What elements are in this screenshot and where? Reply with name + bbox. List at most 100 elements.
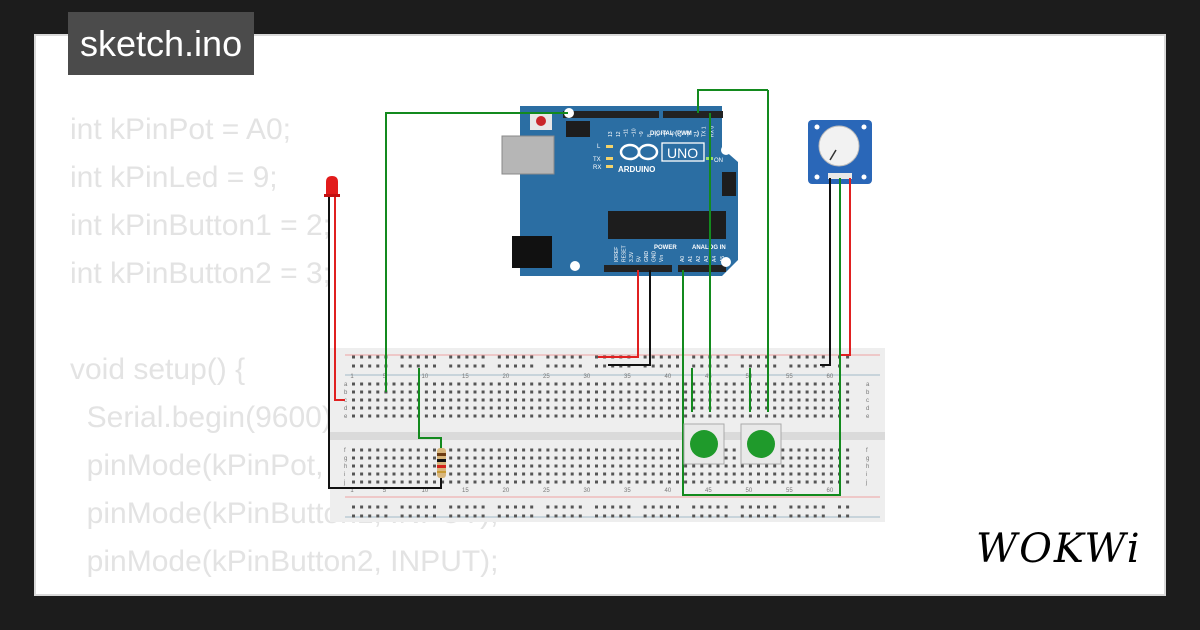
breadboard-hole[interactable] [497,464,501,468]
resistor[interactable] [437,448,446,478]
breadboard-hole[interactable] [643,456,647,460]
breadboard-hole[interactable] [667,390,671,394]
breadboard-hole[interactable] [497,364,501,368]
breadboard-hole[interactable] [360,514,364,518]
breadboard-hole[interactable] [635,398,639,402]
breadboard-hole[interactable] [554,355,558,359]
breadboard-hole[interactable] [611,382,615,386]
breadboard-hole[interactable] [781,480,785,484]
breadboard-hole[interactable] [765,355,769,359]
breadboard-hole[interactable] [611,390,615,394]
breadboard-hole[interactable] [522,398,526,402]
breadboard-hole[interactable] [643,464,647,468]
breadboard-hole[interactable] [424,390,428,394]
breadboard-hole[interactable] [611,480,615,484]
breadboard-hole[interactable] [530,390,534,394]
breadboard-hole[interactable] [821,414,825,418]
breadboard-hole[interactable] [360,414,364,418]
breadboard-hole[interactable] [578,382,582,386]
breadboard-hole[interactable] [449,505,453,509]
breadboard-hole[interactable] [724,456,728,460]
breadboard-hole[interactable] [667,364,671,368]
breadboard-hole[interactable] [627,448,631,452]
breadboard-hole[interactable] [497,382,501,386]
breadboard-hole[interactable] [740,514,744,518]
breadboard-hole[interactable] [724,472,728,476]
breadboard-hole[interactable] [603,480,607,484]
breadboard-hole[interactable] [773,505,777,509]
breadboard-hole[interactable] [676,382,679,386]
breadboard-hole[interactable] [481,472,485,476]
breadboard-hole[interactable] [789,364,793,368]
breadboard-hole[interactable] [821,355,825,359]
breadboard-hole[interactable] [562,456,566,460]
breadboard-hole[interactable] [813,456,817,460]
breadboard-hole[interactable] [659,355,663,359]
breadboard-hole[interactable] [789,414,793,418]
breadboard-hole[interactable] [408,390,412,394]
led[interactable] [324,176,352,489]
breadboard-hole[interactable] [416,448,420,452]
breadboard-hole[interactable] [724,464,728,468]
breadboard-hole[interactable] [376,364,380,368]
breadboard-hole[interactable] [465,414,469,418]
breadboard-hole[interactable] [700,480,704,484]
breadboard-hole[interactable] [505,514,509,518]
breadboard-hole[interactable] [659,480,663,484]
breadboard-hole[interactable] [692,480,696,484]
breadboard-hole[interactable] [700,355,704,359]
breadboard-hole[interactable] [595,364,598,368]
breadboard-hole[interactable] [821,448,825,452]
breadboard-hole[interactable] [514,505,517,509]
breadboard-hole[interactable] [732,382,736,386]
breadboard-hole[interactable] [611,514,615,518]
breadboard-hole[interactable] [514,464,517,468]
breadboard-hole[interactable] [829,390,833,394]
breadboard-hole[interactable] [368,456,372,460]
breadboard-hole[interactable] [538,406,542,410]
breadboard-hole[interactable] [651,472,655,476]
breadboard-hole[interactable] [805,472,809,476]
breadboard-hole[interactable] [603,448,607,452]
breadboard-hole[interactable] [481,364,485,368]
breadboard-hole[interactable] [676,464,679,468]
breadboard-hole[interactable] [724,514,728,518]
breadboard-hole[interactable] [352,514,355,518]
breadboard-hole[interactable] [578,448,582,452]
breadboard-hole[interactable] [611,406,615,410]
breadboard-hole[interactable] [514,398,517,402]
breadboard-hole[interactable] [570,364,574,368]
breadboard-hole[interactable] [805,382,809,386]
breadboard-hole[interactable] [789,505,793,509]
breadboard-hole[interactable] [570,406,574,410]
breadboard-hole[interactable] [732,472,736,476]
breadboard-hole[interactable] [457,398,461,402]
breadboard-hole[interactable] [676,390,679,394]
breadboard-hole[interactable] [578,472,582,476]
breadboard-hole[interactable] [829,414,833,418]
breadboard-hole[interactable] [489,382,493,386]
breadboard-hole[interactable] [554,382,558,386]
breadboard-hole[interactable] [408,505,412,509]
breadboard-hole[interactable] [740,505,744,509]
breadboard-hole[interactable] [667,464,671,468]
breadboard-hole[interactable] [408,456,412,460]
breadboard-hole[interactable] [522,514,526,518]
pushbutton-2-cap[interactable] [747,430,775,458]
breadboard-hole[interactable] [376,382,380,386]
breadboard-hole[interactable] [797,505,801,509]
breadboard-hole[interactable] [684,464,688,468]
breadboard-hole[interactable] [595,406,598,410]
breadboard-hole[interactable] [546,406,550,410]
breadboard-hole[interactable] [465,514,469,518]
breadboard-hole[interactable] [392,398,396,402]
breadboard-hole[interactable] [578,456,582,460]
breadboard-hole[interactable] [376,398,380,402]
breadboard-hole[interactable] [505,480,509,484]
breadboard-hole[interactable] [789,464,793,468]
breadboard-hole[interactable] [846,480,850,484]
breadboard-hole[interactable] [352,382,355,386]
breadboard-hole[interactable] [676,355,679,359]
breadboard-hole[interactable] [627,464,631,468]
breadboard-hole[interactable] [797,464,801,468]
